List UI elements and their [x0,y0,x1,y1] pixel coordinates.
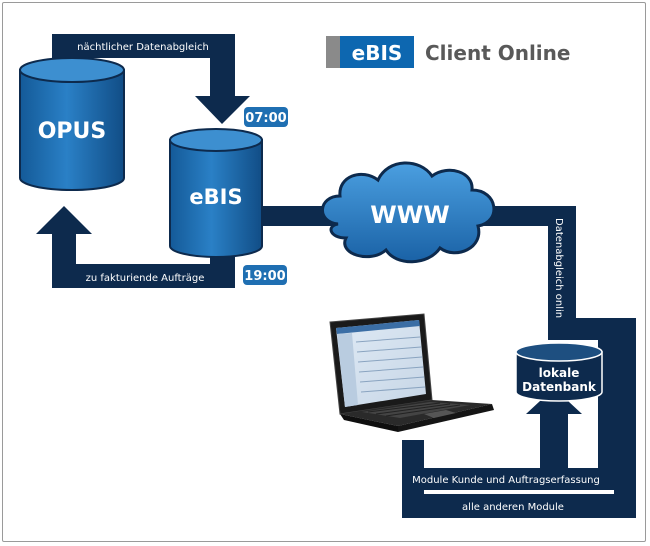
ebis-logo: eBIS [326,36,414,68]
logo-subtitle: Client Online [425,41,570,65]
modules-customer-label: Module Kunde und Auftragserfassung [412,475,600,486]
arrow-up-icon [36,206,92,234]
online-sync-bar [548,206,576,330]
opus-database-icon: OPUS [19,57,125,191]
time-morning: 07:00 [245,111,286,126]
laptop-icon [329,313,494,432]
modules-flow [402,318,636,518]
local-db-label-line1: lokale [539,366,580,380]
time-badge-evening: 19:00 [243,265,287,285]
logo-text: eBIS [352,41,403,65]
ebis-node-label: eBIS [189,185,242,209]
online-sync-label: Datenabgleich online [553,218,564,324]
opus-label: OPUS [38,119,107,144]
arrow-down-icon [195,96,250,124]
time-evening: 19:00 [244,269,285,284]
local-db-label-line2: Datenbank [522,380,597,394]
invoice-orders-flow [36,206,235,288]
other-modules-label: alle anderen Module [462,502,564,513]
local-database-icon: lokale Datenbank [515,342,603,402]
nightly-sync-label: nächtlicher Datenabgleich [77,42,209,53]
time-badge-morning: 07:00 [244,107,288,127]
link-ebis-www [258,206,340,226]
www-label: WWW [370,201,449,229]
invoice-orders-label: zu fakturiende Aufträge [86,273,205,284]
ebis-database-icon: eBIS [169,128,263,258]
www-cloud-icon: WWW [321,161,496,264]
